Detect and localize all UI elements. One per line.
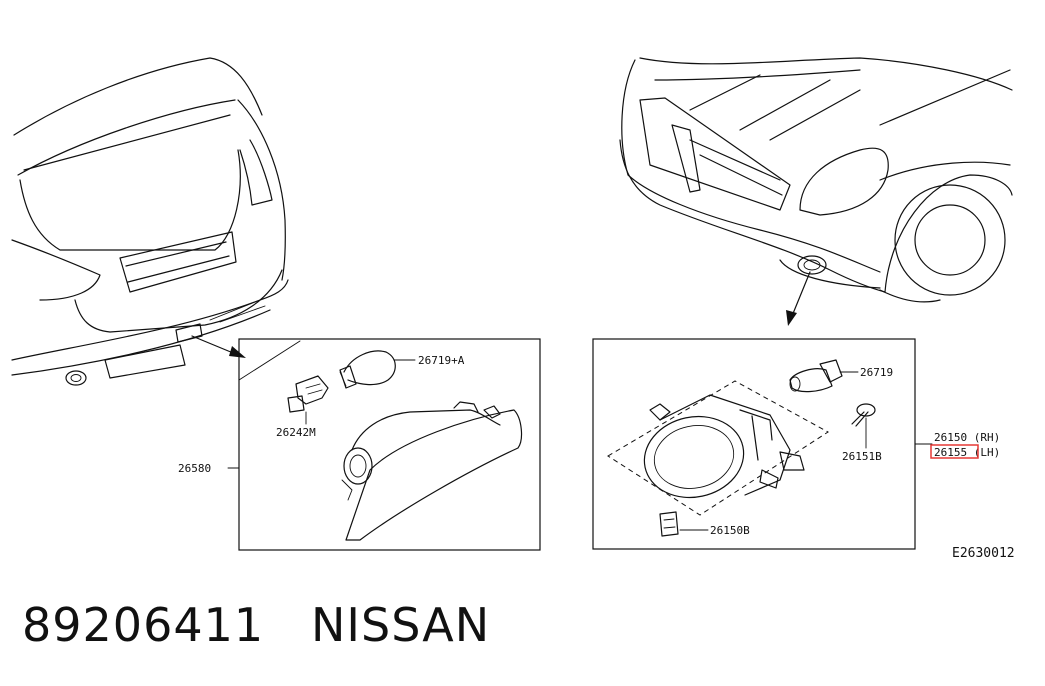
- rear-pointer-arrow: [191, 335, 246, 358]
- rear-socket-icon: [287, 375, 329, 413]
- rear-detail-box: [238, 338, 541, 551]
- label-front-bracket: 26150B: [710, 524, 750, 537]
- front-screw-icon: [851, 403, 876, 427]
- caption-part-number: 89206411: [22, 598, 265, 652]
- label-front-bulb: 26719: [860, 366, 893, 379]
- rear-vehicle-illustration: [11, 57, 289, 386]
- label-front-screw: 26151B: [842, 450, 882, 463]
- front-fog-lamp-icon: [607, 380, 829, 516]
- label-front-fog-lamp-rh: 26150 (RH): [934, 431, 1000, 444]
- front-pointer-arrow: [786, 271, 811, 326]
- label-rear-bulb: 26719+A: [418, 354, 465, 367]
- rear-bulb-icon: [339, 350, 396, 389]
- label-rear-lamp-assembly: 26580: [178, 462, 211, 475]
- caption-brand: NISSAN: [311, 598, 491, 652]
- diagram-code: E2630012: [952, 546, 1015, 561]
- highlight-box-26155: [930, 444, 979, 459]
- label-front-fog-lamp-lh: 26155 (LH): [934, 446, 1000, 459]
- front-bulb-icon: [789, 359, 843, 393]
- front-bracket-icon: [659, 511, 679, 537]
- rear-box-corner-line: [238, 340, 301, 381]
- label-rear-socket: 26242M: [276, 426, 316, 439]
- caption: 89206411 NISSAN: [22, 598, 490, 652]
- front-vehicle-illustration: [619, 57, 1013, 303]
- rear-lamp-assembly-icon: [341, 401, 523, 541]
